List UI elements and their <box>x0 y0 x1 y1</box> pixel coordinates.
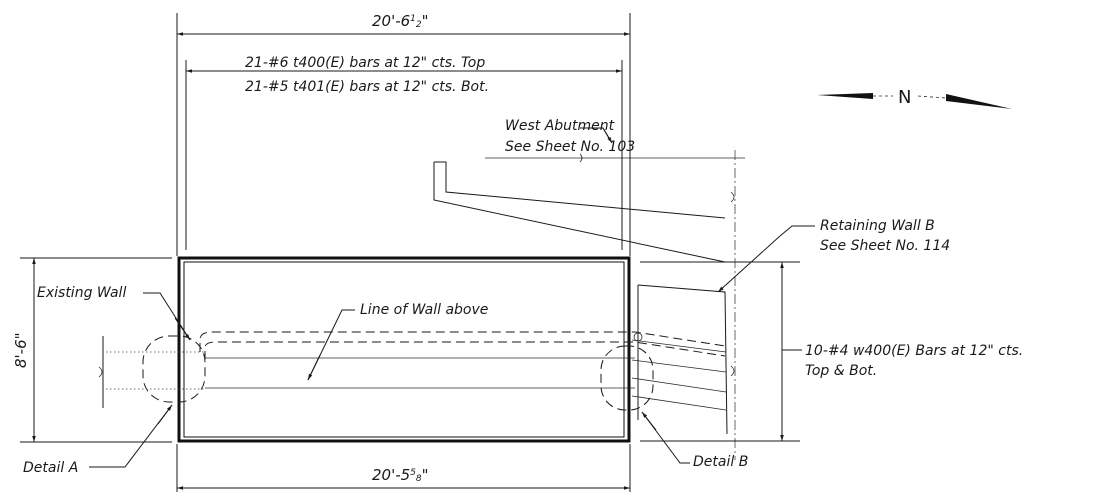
dim-right: 10-#4 w400(E) Bars at 12" cts. Top & Bot… <box>640 261 1023 442</box>
dim-overall-top-text: 20'-612" <box>372 12 429 30</box>
w-bars-top-bot: Top & Bot. <box>805 363 877 379</box>
slab-outline <box>177 256 631 443</box>
existing-wall: Existing Wall <box>37 285 205 408</box>
dim-overall-bottom: 20'-558" <box>176 444 631 492</box>
w-bars-note: 10-#4 w400(E) Bars at 12" cts. <box>805 343 1023 359</box>
north-arrow-icon: N <box>817 87 1012 109</box>
north-arrow-label: N <box>898 87 911 108</box>
detail-b-label: Detail B <box>693 454 748 470</box>
bot-bars-note: 21-#5 t401(E) bars at 12" cts. Bot. <box>245 79 489 95</box>
dim-bar-run: 21-#6 t400(E) bars at 12" cts. Top 21-#5… <box>185 55 623 250</box>
dim-height-text: 8'-6" <box>12 332 30 368</box>
existing-wall-label: Existing Wall <box>37 285 126 301</box>
west-abutment-ref: See Sheet No. 103 <box>505 139 635 155</box>
dim-height: 8'-6" <box>12 257 172 443</box>
detail-b: Detail B <box>600 345 748 470</box>
detail-a: Detail A <box>23 335 206 476</box>
line-of-wall-label: Line of Wall above <box>360 302 488 318</box>
retaining-wall-ref: See Sheet No. 114 <box>820 238 950 254</box>
west-abutment: West Abutment See Sheet No. 103 <box>433 118 745 460</box>
line-of-wall: Line of Wall above <box>199 302 726 389</box>
top-bars-note: 21-#6 t400(E) bars at 12" cts. Top <box>245 55 485 71</box>
retaining-wall-b: Retaining Wall B See Sheet No. 114 <box>631 218 950 435</box>
detail-a-label: Detail A <box>23 460 78 476</box>
retaining-wall-title: Retaining Wall B <box>820 218 935 234</box>
west-abutment-title: West Abutment <box>505 118 615 134</box>
dim-overall-bottom-text: 20'-558" <box>372 466 429 484</box>
dim-overall-top: 20'-612" <box>176 12 631 256</box>
